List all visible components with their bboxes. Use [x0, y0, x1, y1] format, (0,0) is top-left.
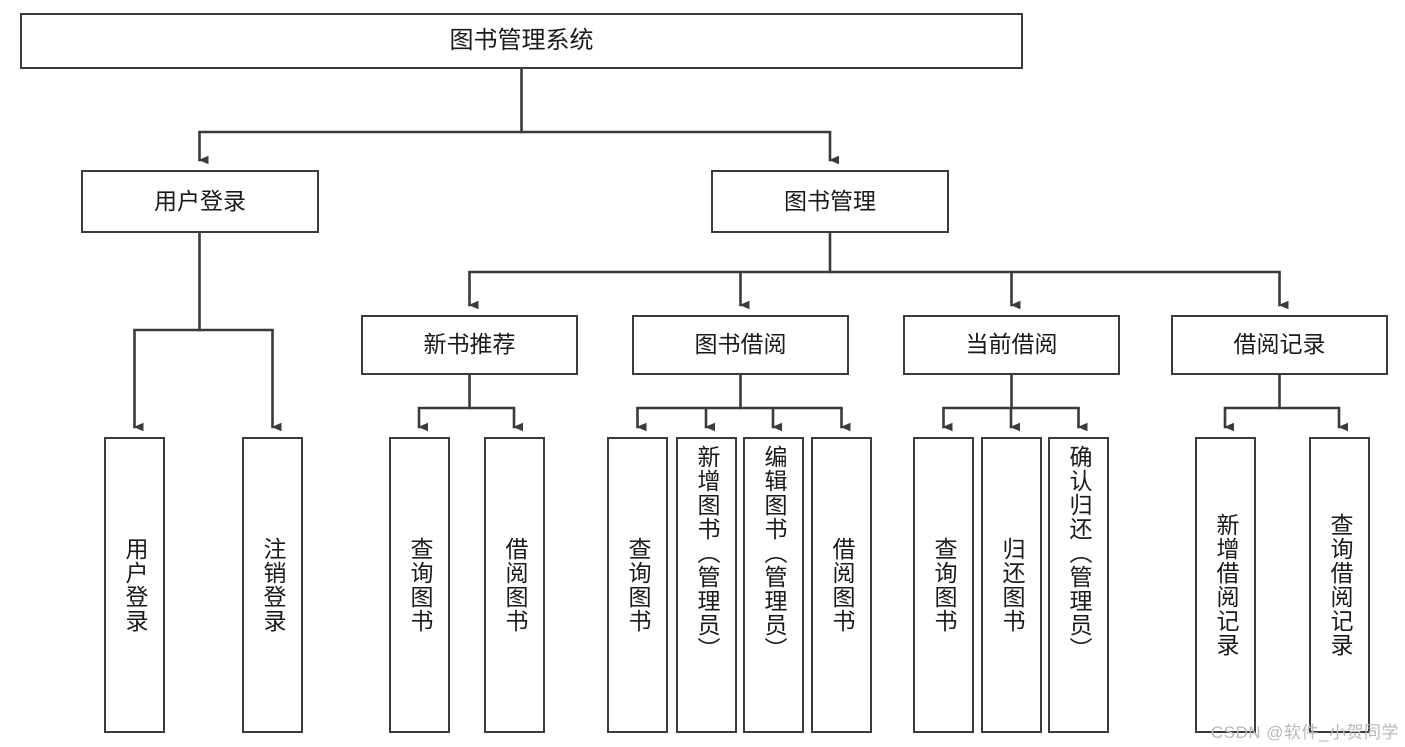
- node-leaf-borrow-book-1[interactable]: 借阅图书: [484, 437, 545, 733]
- node-leaf-query-book-2[interactable]: 查询图书: [607, 437, 668, 733]
- node-leaf-return-book-label: 归还图书: [999, 537, 1025, 633]
- node-leaf-return-book[interactable]: 归还图书: [981, 437, 1042, 733]
- node-borrow-record[interactable]: 借阅记录: [1171, 315, 1388, 375]
- node-leaf-edit-book-admin[interactable]: 编辑图书（管理员）: [743, 437, 804, 733]
- node-book-management-label: 图书管理: [784, 187, 876, 214]
- node-root-label: 图书管理系统: [449, 26, 594, 54]
- node-new-book-recommend-label: 新书推荐: [423, 331, 516, 358]
- node-leaf-borrow-book-2-label: 借阅图书: [829, 537, 855, 633]
- node-leaf-borrow-book-2[interactable]: 借阅图书: [811, 437, 872, 733]
- node-user-login[interactable]: 用户登录: [81, 170, 319, 233]
- node-new-book-recommend[interactable]: 新书推荐: [361, 315, 578, 375]
- node-leaf-query-book-3[interactable]: 查询图书: [913, 437, 974, 733]
- node-leaf-edit-book-admin-label: 编辑图书（管理员）: [761, 445, 787, 661]
- node-leaf-query-borrow-record[interactable]: 查询借阅记录: [1309, 437, 1370, 733]
- node-leaf-add-borrow-record[interactable]: 新增借阅记录: [1195, 437, 1256, 733]
- node-leaf-query-book-2-label: 查询图书: [625, 537, 651, 633]
- node-leaf-add-book-admin[interactable]: 新增图书（管理员）: [676, 437, 737, 733]
- node-leaf-user-login-label: 用户登录: [122, 537, 148, 633]
- node-leaf-query-book-1-label: 查询图书: [407, 537, 433, 633]
- node-borrow-record-label: 借阅记录: [1233, 331, 1326, 358]
- node-leaf-logout-login-label: 注销登录: [260, 537, 286, 633]
- node-leaf-confirm-return-admin-label: 确认归还（管理员）: [1066, 445, 1092, 661]
- node-root[interactable]: 图书管理系统: [20, 13, 1023, 69]
- node-leaf-user-login[interactable]: 用户登录: [104, 437, 165, 733]
- node-current-borrow-label: 当前借阅: [965, 331, 1058, 358]
- node-current-borrow[interactable]: 当前借阅: [903, 315, 1120, 375]
- node-leaf-add-borrow-record-label: 新增借阅记录: [1213, 513, 1239, 657]
- node-leaf-add-book-admin-label: 新增图书（管理员）: [694, 445, 720, 661]
- node-book-borrow-label: 图书借阅: [694, 331, 787, 358]
- node-leaf-confirm-return-admin[interactable]: 确认归还（管理员）: [1048, 437, 1109, 733]
- node-leaf-borrow-book-1-label: 借阅图书: [502, 537, 528, 633]
- node-leaf-query-book-3-label: 查询图书: [931, 537, 957, 633]
- node-leaf-query-borrow-record-label: 查询借阅记录: [1327, 513, 1353, 657]
- node-leaf-query-book-1[interactable]: 查询图书: [389, 437, 450, 733]
- node-leaf-logout-login[interactable]: 注销登录: [242, 437, 303, 733]
- node-user-login-label: 用户登录: [154, 187, 246, 214]
- node-book-management[interactable]: 图书管理: [711, 170, 949, 233]
- node-book-borrow[interactable]: 图书借阅: [632, 315, 849, 375]
